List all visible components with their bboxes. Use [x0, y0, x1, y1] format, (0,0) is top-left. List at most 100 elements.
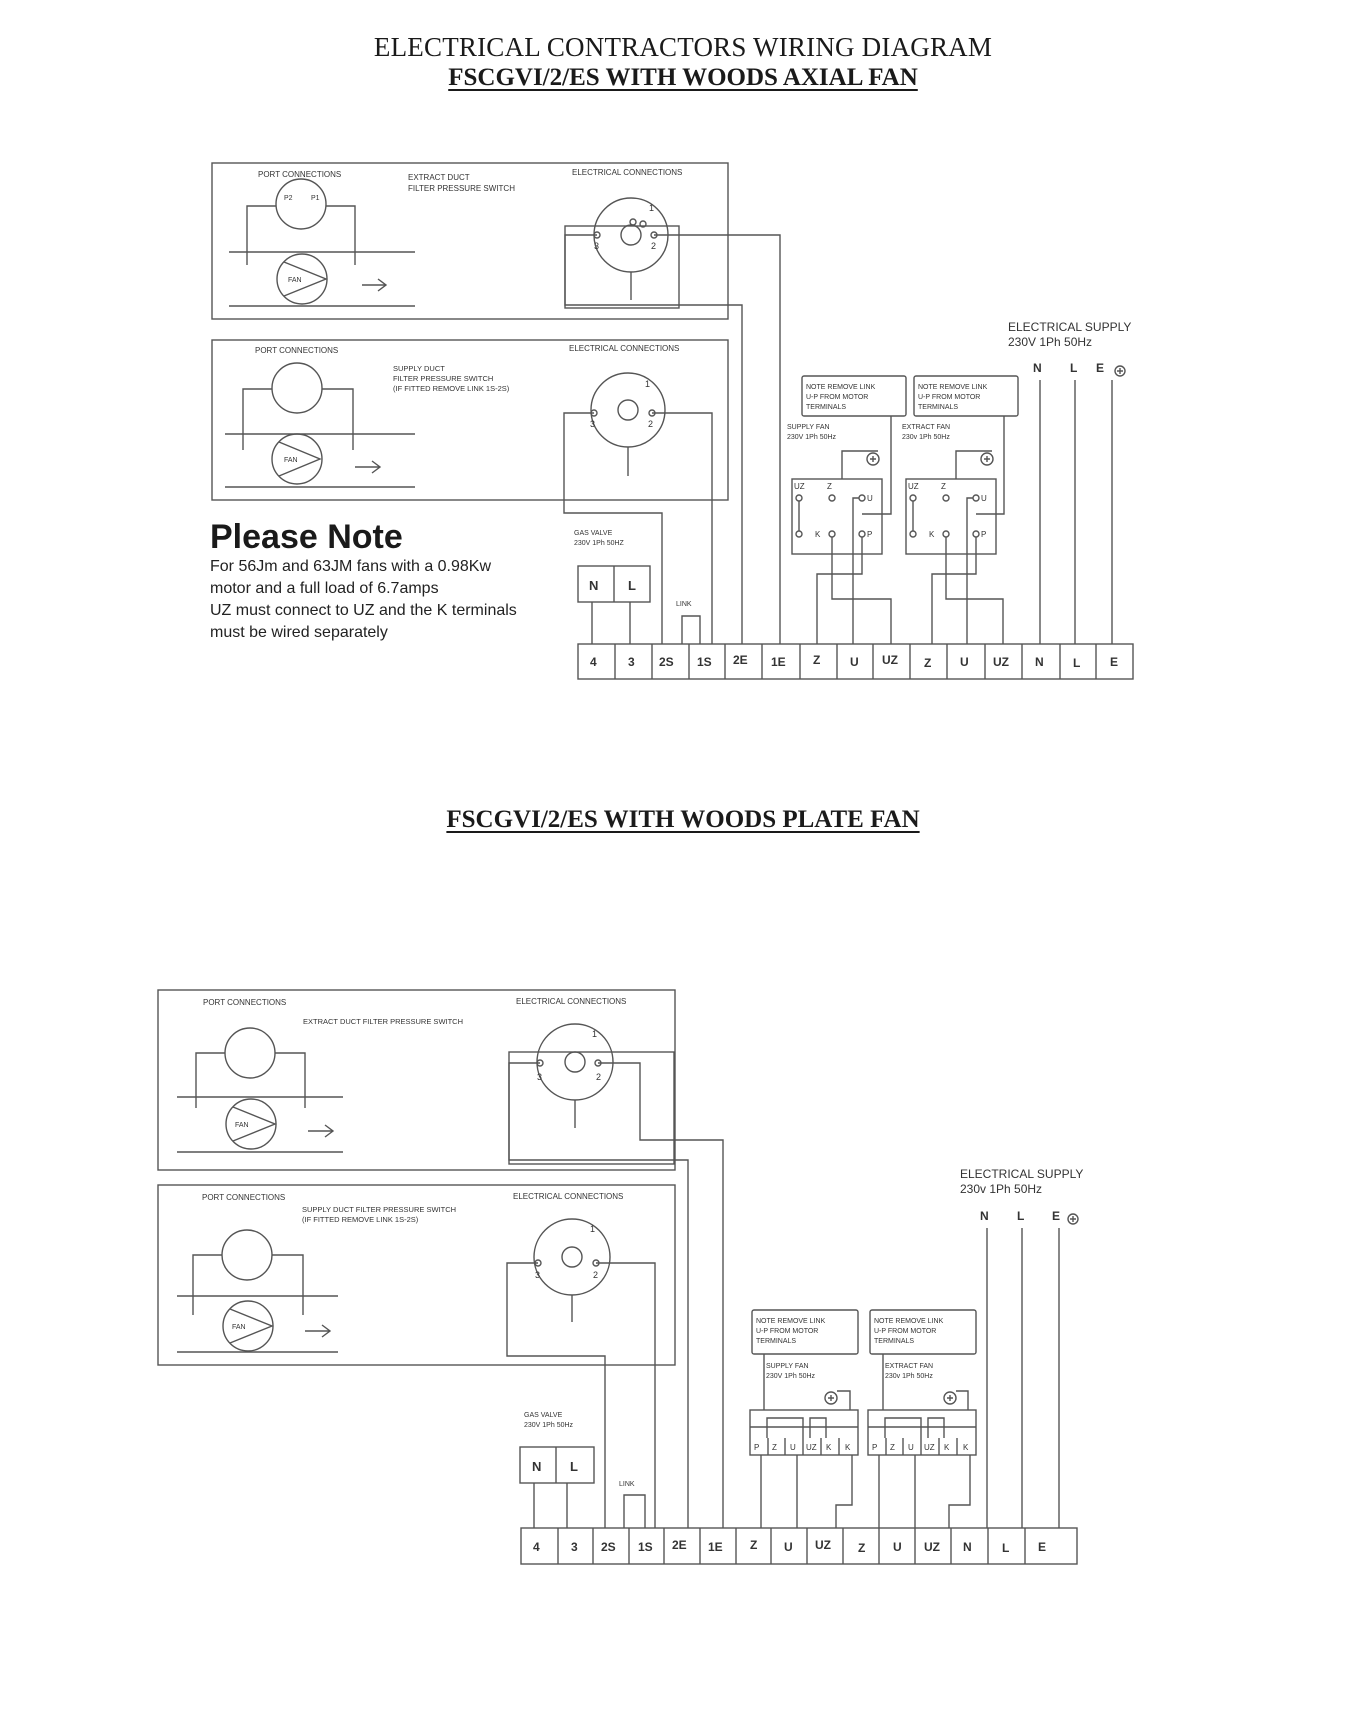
terminal-label: 2E	[733, 653, 748, 667]
electrical-supply-plate: ELECTRICAL SUPPLY 230v 1Ph 50Hz N L E	[960, 1167, 1083, 1528]
supply-fan-label: SUPPLY FAN	[787, 424, 830, 431]
pin-2-label: 2	[651, 241, 656, 251]
note-text: U-P FROM MOTOR	[874, 1328, 936, 1335]
electrical-supply-rating: 230v 1Ph 50Hz	[960, 1182, 1042, 1196]
motor-terminal-label: K	[845, 1443, 851, 1452]
fan-label: FAN	[235, 1122, 249, 1129]
earth-ground-icon	[866, 452, 880, 466]
pin-2-label: 2	[593, 1270, 598, 1280]
supply-switch-label: (IF FITTED REMOVE LINK 1S-2S)	[302, 1215, 419, 1224]
please-note-line: motor and a full load of 6.7amps	[210, 580, 439, 597]
motor-terminal-label: Z	[772, 1443, 777, 1452]
axial-diagram: PORT CONNECTIONS EXTRACT DUCT FILTER PRE…	[211, 162, 1134, 680]
terminal-label: UZ	[882, 653, 898, 667]
supply-duct-panel: PORT CONNECTIONS SUPPLY DUCT FILTER PRES…	[211, 339, 729, 644]
terminal-label: 1E	[708, 1540, 723, 1554]
terminal-label: L	[1073, 656, 1080, 670]
terminal-label: UZ	[924, 1540, 940, 1554]
gas-valve-label: GAS VALVE	[524, 1412, 563, 1419]
please-note-title: Please Note	[210, 518, 403, 556]
electrical-connections-label: ELECTRICAL CONNECTIONS	[569, 344, 679, 353]
motor-terminal-label: UZ	[806, 1443, 817, 1452]
note-text: NOTE REMOVE LINK	[918, 384, 988, 391]
pin-1-label: 1	[592, 1029, 597, 1039]
electrical-supply-label: ELECTRICAL SUPPLY	[960, 1167, 1083, 1181]
terminal-label: 2S	[601, 1540, 616, 1554]
terminal-label: 1S	[697, 655, 712, 669]
terminal-label: U	[893, 1540, 902, 1554]
supply-l-label: L	[1070, 361, 1077, 375]
terminal-label: UZ	[993, 655, 1009, 669]
terminal-label: E	[1110, 655, 1118, 669]
airflow-arrow-icon	[362, 278, 388, 292]
electrical-connections-label: ELECTRICAL CONNECTIONS	[516, 997, 626, 1006]
extract-switch-label: FILTER PRESSURE SWITCH	[408, 184, 515, 193]
earth-ground-icon	[1114, 365, 1126, 377]
terminal-label: E	[1038, 1540, 1046, 1554]
link-label: LINK	[676, 601, 692, 608]
supply-fan-terminal-block: SUPPLY FAN 230V 1Ph 50Hz P Z U UZ K K	[749, 1354, 859, 1528]
pin-2-label: 2	[648, 419, 653, 429]
extract-fan-motor: EXTRACT FAN 230v 1Ph 50Hz UZ Z U K P	[902, 416, 1005, 644]
terminal-label: UZ	[815, 1538, 831, 1552]
supply-switch-label: SUPPLY DUCT	[393, 364, 445, 373]
note-text: TERMINALS	[874, 1338, 914, 1345]
electrical-connections-label: ELECTRICAL CONNECTIONS	[572, 168, 682, 177]
pressure-switch-connector-icon	[533, 1218, 611, 1296]
motor-terminal-label: Z	[890, 1443, 895, 1452]
supply-n-label: N	[1033, 361, 1042, 375]
port-connections-label: PORT CONNECTIONS	[258, 170, 341, 179]
terminal-z: Z	[827, 482, 832, 491]
gas-valve-label: GAS VALVE	[574, 530, 613, 537]
terminal-label: 2E	[672, 1538, 687, 1552]
supply-fan-label: SUPPLY FAN	[766, 1363, 809, 1370]
motor-terminal-label: U	[908, 1443, 914, 1452]
extract-fan-label: EXTRACT FAN	[885, 1363, 933, 1370]
supply-fan-rating: 230V 1Ph 50Hz	[766, 1373, 816, 1380]
supply-switch-label: (IF FITTED REMOVE LINK 1S-2S)	[393, 384, 510, 393]
terminal-z: Z	[941, 482, 946, 491]
terminal-u: U	[867, 494, 873, 503]
supply-e-label: E	[1052, 1209, 1060, 1223]
note-text: TERMINALS	[918, 404, 958, 411]
terminal-label: Z	[813, 653, 820, 667]
link-wire	[623, 1494, 646, 1528]
p1-label: P1	[311, 195, 320, 202]
supply-fan-motor: SUPPLY FAN 230V 1Ph 50Hz UZ Z U K P	[787, 416, 892, 644]
terminal-label: Z	[924, 656, 931, 670]
airflow-arrow-icon	[308, 1124, 335, 1138]
earth-ground-icon	[1067, 1213, 1079, 1225]
pin-1-label: 1	[590, 1224, 595, 1234]
gas-valve: GAS VALVE 230V 1Ph 50HZ N L LINK	[574, 530, 701, 644]
please-note-line: UZ must connect to UZ and the K terminal…	[210, 602, 517, 619]
extract-duct-panel: PORT CONNECTIONS EXTRACT DUCT FILTER PRE…	[211, 162, 729, 320]
supply-l-label: L	[1017, 1209, 1024, 1223]
pressure-switch-connector-icon	[536, 1023, 614, 1101]
supply-note-box-plate: NOTE REMOVE LINK U-P FROM MOTOR TERMINAL…	[751, 1309, 859, 1355]
motor-terminal-label: K	[826, 1443, 832, 1452]
supply-duct-panel-plate: PORT CONNECTIONS SUPPLY DUCT FILTER PRES…	[157, 1184, 676, 1528]
extract-fan-rating: 230v 1Ph 50Hz	[902, 434, 950, 441]
note-text: U-P FROM MOTOR	[806, 394, 868, 401]
earth-ground-icon	[824, 1391, 838, 1405]
electrical-connections-label: ELECTRICAL CONNECTIONS	[513, 1192, 623, 1201]
plate-fan-subtitle: FSCGVI/2/ES WITH WOODS PLATE FAN	[446, 806, 920, 833]
supply-e-label: E	[1096, 361, 1104, 375]
pin-3-label: 3	[537, 1072, 542, 1082]
terminal-label: U	[960, 655, 969, 669]
supply-n-label: N	[980, 1209, 989, 1223]
terminal-k: K	[815, 530, 821, 539]
p2-label: P2	[284, 195, 293, 202]
earth-ground-icon	[980, 452, 994, 466]
terminal-strip-plate: 4 3 2S 1S 2E 1E Z U UZ Z U UZ N L E	[520, 1527, 1078, 1565]
motor-terminal-label: U	[790, 1443, 796, 1452]
extract-note-box: NOTE REMOVE LINK U-P FROM MOTOR TERMINAL…	[913, 375, 1019, 417]
pin-1-label: 1	[645, 379, 650, 389]
please-note: Please Note For 56Jm and 63JM fans with …	[210, 518, 517, 644]
fan-label: FAN	[232, 1324, 246, 1331]
airflow-arrow-icon	[355, 460, 382, 474]
extract-switch-label: EXTRACT DUCT	[408, 173, 470, 182]
terminal-p: P	[867, 530, 872, 539]
airflow-arrow-icon	[305, 1324, 332, 1338]
